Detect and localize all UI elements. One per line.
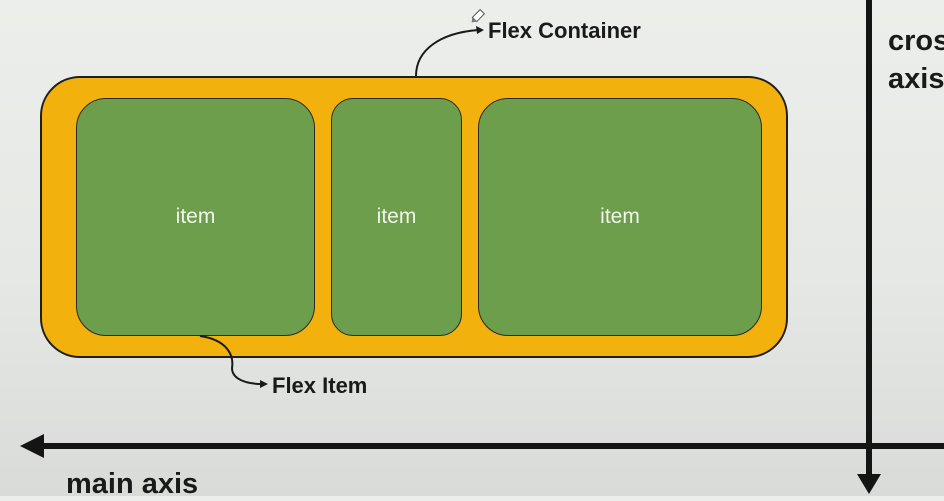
cross-axis-label-line2: axis [888, 63, 944, 95]
item-callout-arrowhead [260, 380, 268, 388]
flex-item-2-label: item [376, 205, 417, 228]
cross-axis-label: cros axis [888, 22, 944, 98]
main-axis-label: main axis [66, 468, 199, 500]
container-callout-arrow [415, 29, 479, 77]
flex-item-1: item [76, 98, 315, 336]
cross-axis-arrowhead [857, 474, 881, 494]
main-axis-arrowhead [20, 434, 44, 458]
cross-axis-label-line1: cros [888, 25, 944, 57]
flex-item-3-label: item [600, 205, 640, 228]
flex-container-label: Flex Container [488, 18, 641, 43]
flex-container-box: item item item [40, 76, 788, 358]
container-callout-arrowhead [476, 26, 484, 34]
flex-item-3: item [478, 98, 762, 336]
item-callout-arrow [199, 335, 263, 385]
flex-item-label: Flex Item [272, 373, 368, 398]
flex-item-1-label: item [175, 205, 216, 228]
flex-item-2: item [331, 98, 462, 336]
pencil-icon [471, 8, 486, 23]
